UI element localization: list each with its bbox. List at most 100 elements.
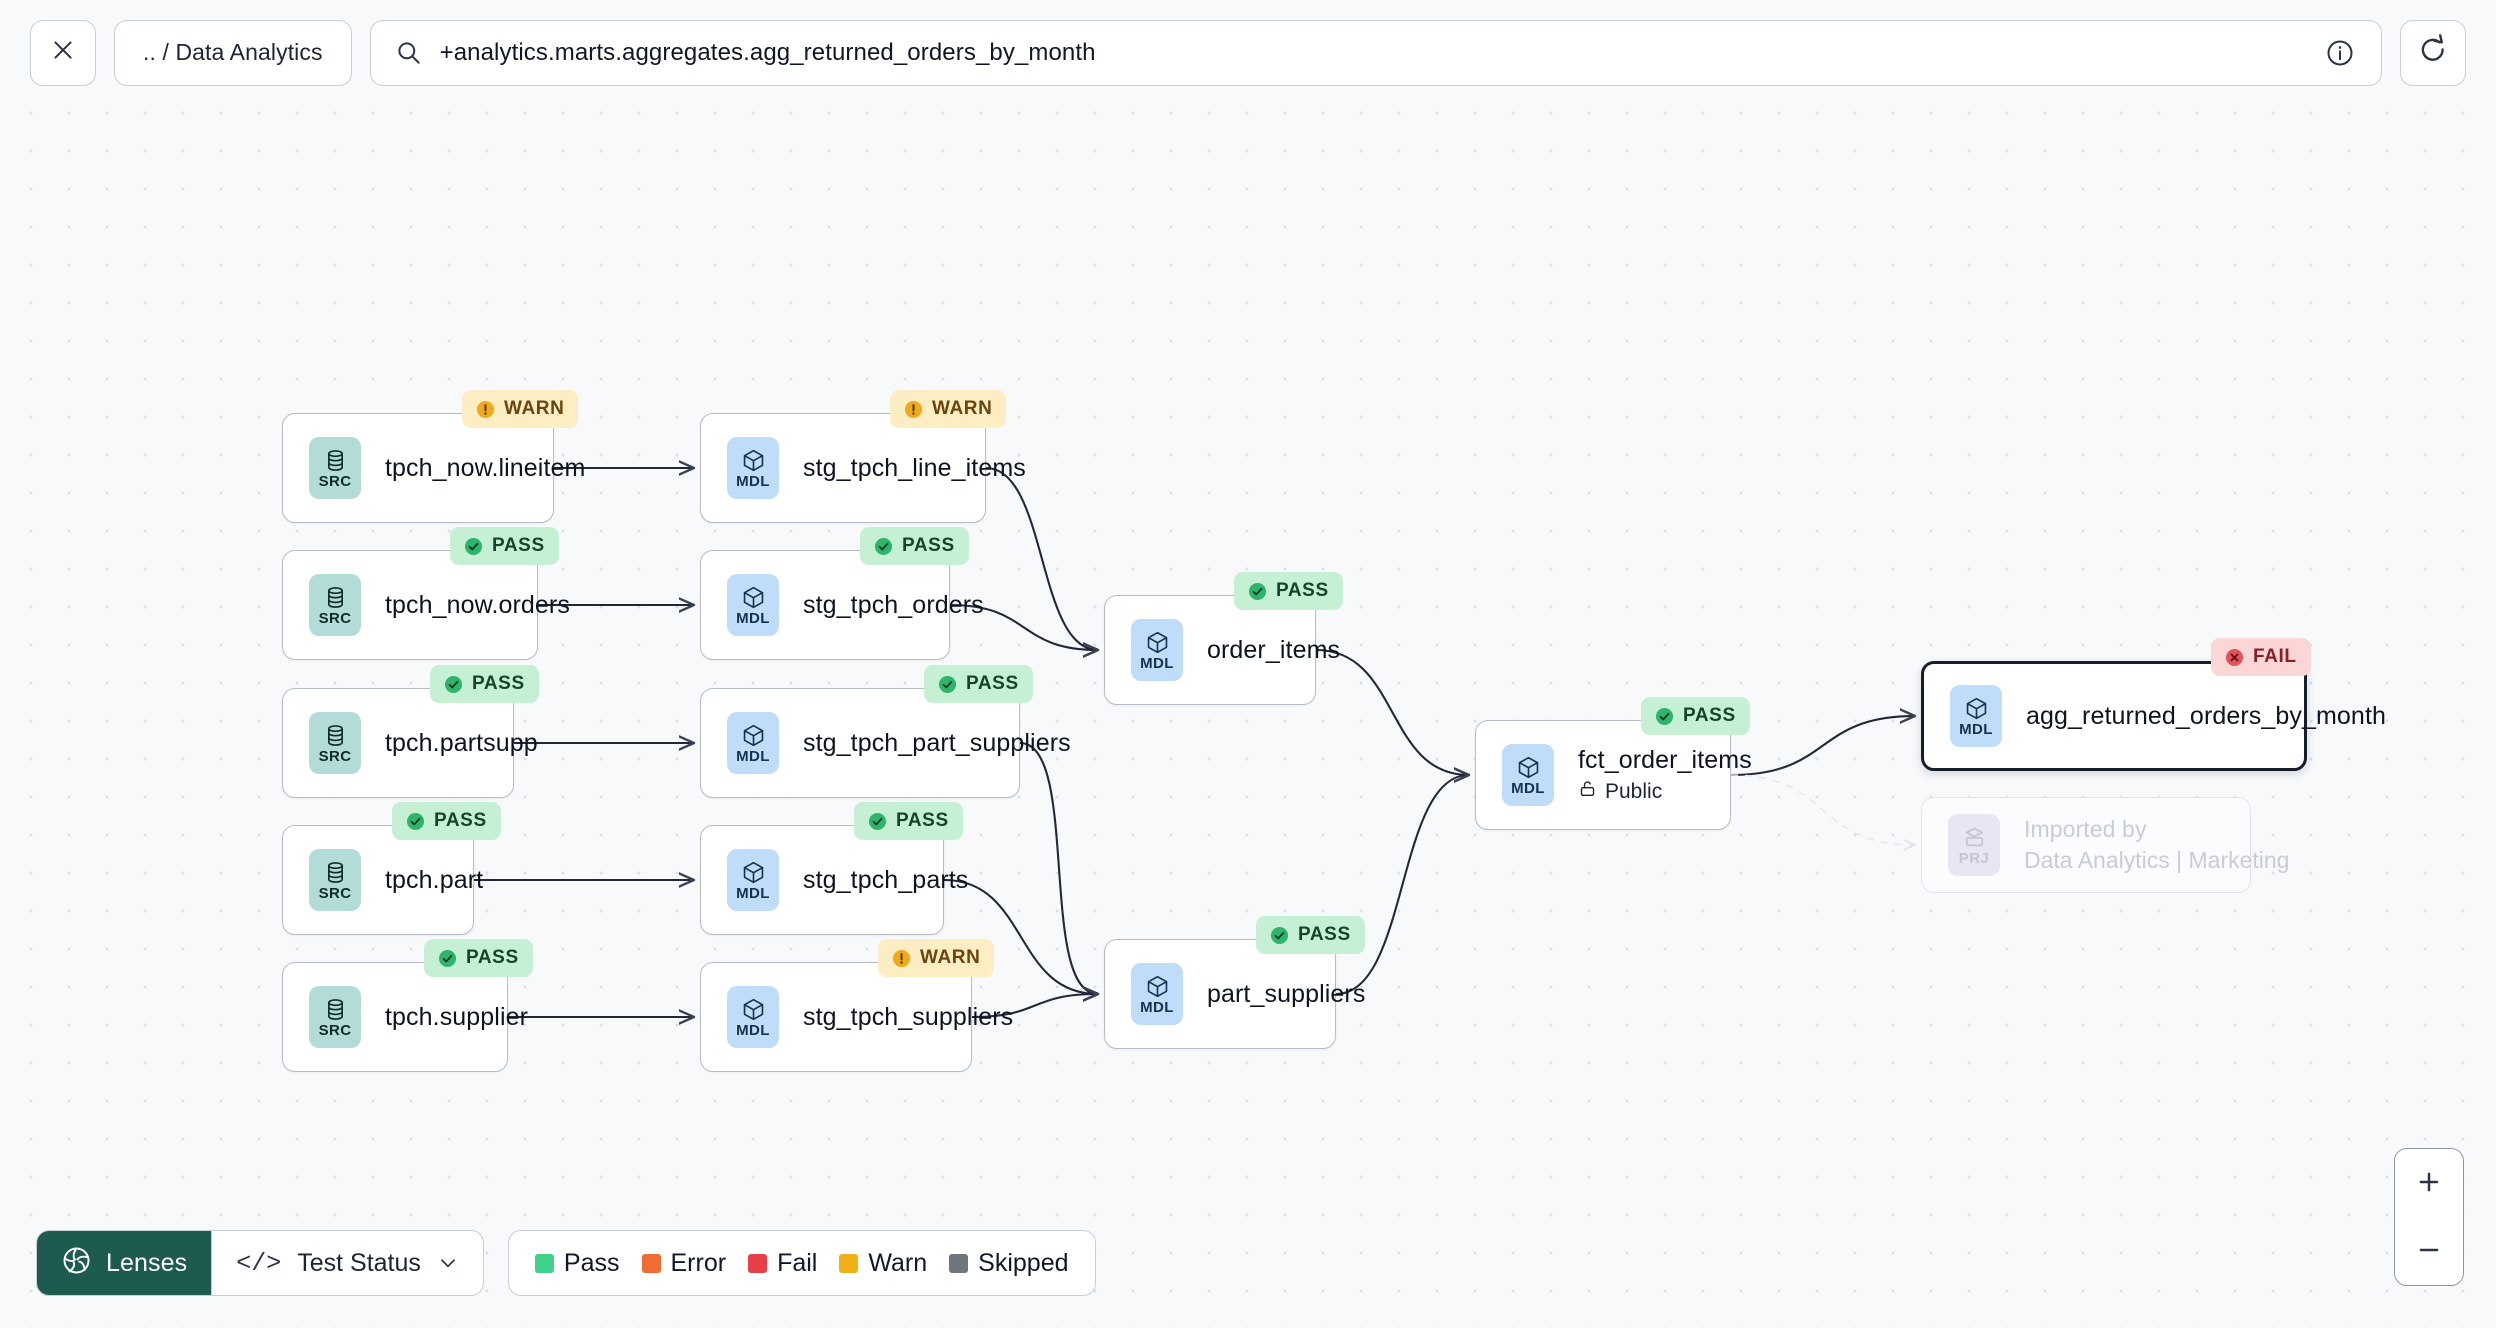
status-fail-icon — [2225, 648, 2244, 667]
search-input[interactable]: +analytics.marts.aggregates.agg_returned… — [369, 19, 2382, 86]
node-subtitle-label: Public — [1605, 779, 1663, 803]
node-text: agg_returned_orders_by_month — [2026, 702, 2386, 731]
legend-item-warn[interactable]: Warn — [839, 1249, 927, 1278]
graph-node-stg_tpch_parts[interactable]: MDL stg_tpch_parts — [700, 825, 968, 935]
status-label: WARN — [920, 947, 981, 968]
node-title: tpch.supplier — [385, 1002, 529, 1031]
status-badge-fct_order_items[interactable]: PASS — [1641, 697, 1750, 735]
node-title: part_suppliers — [1207, 979, 1366, 1008]
minus-icon — [2415, 1248, 2443, 1267]
status-badge-stg_tpch_orders[interactable]: PASS — [860, 527, 969, 565]
mdl-type-icon: MDL — [727, 437, 779, 499]
status-label: PASS — [966, 673, 1019, 694]
mdl-type-icon: MDL — [1502, 744, 1554, 806]
mdl-type-icon: MDL — [727, 574, 779, 636]
status-badge-tpch_partsupp[interactable]: PASS — [430, 665, 539, 703]
status-label: PASS — [1276, 580, 1329, 601]
mdl-type-icon: MDL — [1131, 619, 1183, 681]
aperture-icon — [61, 1245, 92, 1281]
search-value: +analytics.marts.aggregates.agg_returned… — [439, 38, 1096, 66]
test-status-label: Test Status — [297, 1248, 421, 1277]
graph-node-tpch_now_lineitem[interactable]: SRC tpch_now.lineitem — [282, 413, 586, 523]
node-text: order_items — [1207, 636, 1340, 665]
status-pass-icon — [438, 949, 457, 968]
status-badge-part_suppliers[interactable]: PASS — [1256, 916, 1365, 954]
plus-icon — [2415, 1172, 2443, 1199]
graph-node-agg_returned_orders_by_month[interactable]: MDL agg_returned_orders_by_month — [1921, 661, 2386, 771]
close-button[interactable] — [30, 19, 96, 86]
status-badge-tpch_supplier[interactable]: PASS — [424, 939, 533, 977]
status-pass-icon — [444, 675, 463, 694]
status-badge-agg_returned_orders_by_month[interactable]: FAIL — [2211, 638, 2311, 676]
src-type-icon: SRC — [309, 437, 361, 499]
node-type-label: MDL — [1511, 779, 1545, 797]
node-type-label: PRJ — [1958, 849, 1990, 867]
legend-item-pass[interactable]: Pass — [534, 1249, 620, 1278]
unlock-icon — [1578, 779, 1597, 804]
status-badge-stg_tpch_parts[interactable]: PASS — [854, 802, 963, 840]
zoom-in-button[interactable] — [2395, 1149, 2463, 1217]
lenses-button[interactable]: Lenses — [37, 1231, 212, 1295]
status-label: WARN — [504, 398, 565, 419]
node-title: tpch_now.lineitem — [385, 453, 586, 482]
status-badge-tpch_now_orders[interactable]: PASS — [450, 527, 559, 565]
mdl-type-icon: MDL — [727, 986, 779, 1048]
status-pass-icon — [938, 675, 957, 694]
close-icon — [50, 37, 76, 68]
legend-item-error[interactable]: Error — [641, 1249, 726, 1278]
status-badge-stg_tpch_part_suppliers[interactable]: PASS — [924, 665, 1033, 703]
status-badge-tpch_now_lineitem[interactable]: WARN — [462, 390, 579, 428]
graph-node-tpch_now_orders[interactable]: SRC tpch_now.orders — [282, 550, 570, 660]
node-type-label: MDL — [736, 884, 770, 902]
mdl-type-icon: MDL — [727, 849, 779, 911]
status-badge-stg_tpch_line_items[interactable]: WARN — [890, 390, 1007, 428]
node-text: stg_tpch_line_items — [803, 454, 1026, 483]
legend-item-skipped[interactable]: Skipped — [949, 1249, 1069, 1278]
node-text: tpch_now.orders — [385, 591, 570, 620]
top-toolbar: .. / Data Analytics +analytics.marts.agg… — [0, 0, 2496, 105]
node-type-label: SRC — [318, 609, 352, 627]
graph-node-order_items[interactable]: MDL order_items — [1104, 595, 1340, 705]
legend-swatch-skipped — [949, 1253, 969, 1273]
node-text: stg_tpch_parts — [803, 866, 968, 895]
status-label: PASS — [896, 810, 949, 831]
lenses-label: Lenses — [106, 1248, 188, 1277]
status-label: PASS — [466, 947, 519, 968]
mdl-type-icon: MDL — [1950, 685, 2002, 747]
test-status-dropdown[interactable]: </> Test Status — [211, 1231, 483, 1295]
edge-order_items-to-fct_order_items — [1315, 648, 1469, 775]
legend-label: Fail — [777, 1248, 818, 1277]
status-pass-icon — [1270, 926, 1289, 945]
mdl-type-icon: MDL — [1131, 963, 1183, 1025]
graph-node-tpch_supplier[interactable]: SRC tpch.supplier — [282, 962, 529, 1072]
src-type-icon: SRC — [309, 986, 361, 1048]
graph-node-stg_tpch_orders[interactable]: MDL stg_tpch_orders — [700, 550, 984, 660]
zoom-out-button[interactable] — [2395, 1217, 2463, 1285]
legend-item-fail[interactable]: Fail — [748, 1249, 817, 1278]
node-text: stg_tpch_orders — [803, 591, 984, 620]
node-type-label: MDL — [736, 472, 770, 490]
graph-node-stg_tpch_line_items[interactable]: MDL stg_tpch_line_items — [700, 413, 1026, 523]
breadcrumb[interactable]: .. / Data Analytics — [114, 19, 352, 86]
status-legend: Pass Error Fail Warn Skipped — [509, 1231, 1095, 1295]
status-badge-order_items[interactable]: PASS — [1234, 572, 1343, 610]
status-label: PASS — [902, 535, 955, 556]
node-type-label: SRC — [318, 472, 352, 490]
status-badge-tpch_part[interactable]: PASS — [392, 802, 501, 840]
legend-swatch-warn — [839, 1253, 859, 1273]
status-label: WARN — [932, 398, 993, 419]
legend-swatch-pass — [534, 1253, 554, 1273]
status-badge-stg_tpch_suppliers[interactable]: WARN — [878, 939, 995, 977]
refresh-button[interactable] — [2400, 19, 2466, 86]
graph-node-part_suppliers[interactable]: MDL part_suppliers — [1104, 939, 1366, 1049]
chevron-down-icon — [437, 1252, 459, 1274]
status-label: PASS — [492, 535, 545, 556]
info-icon[interactable] — [2325, 38, 2355, 68]
